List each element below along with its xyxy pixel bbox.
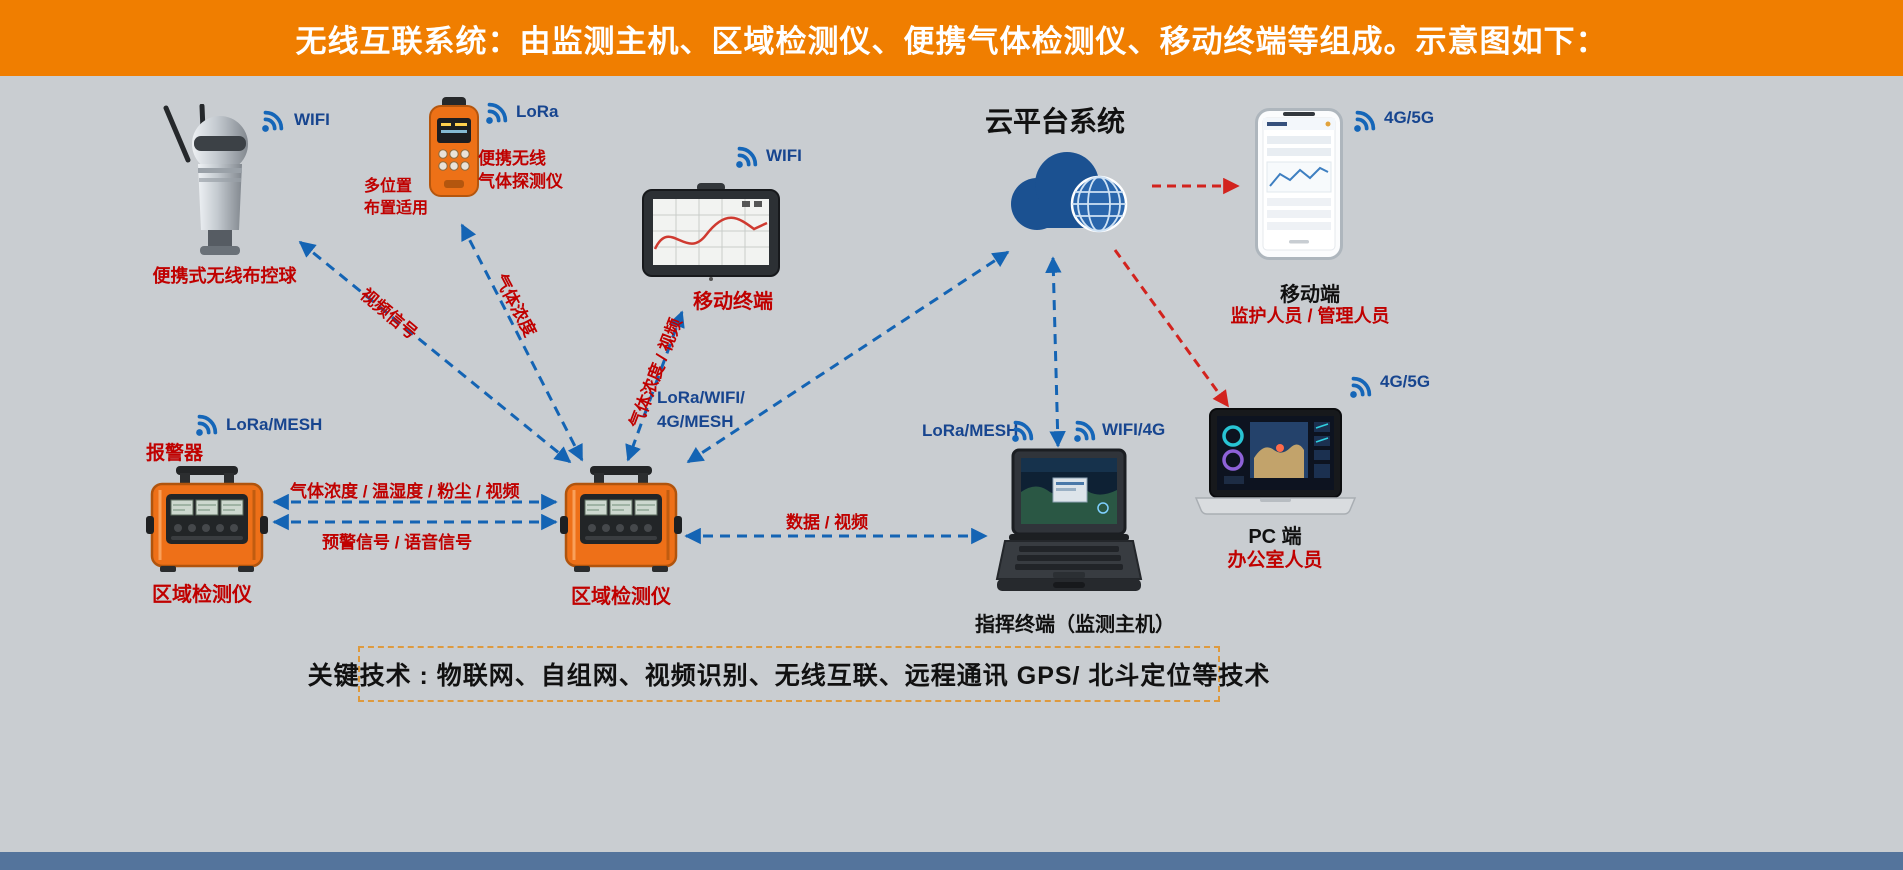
link-label-lora-wifi-mesh-line1: LoRa/WIFI/ bbox=[657, 388, 745, 407]
tablet-wifi-icon bbox=[736, 146, 758, 168]
link-label-lora-wifi-mesh: LoRa/WIFI/ 4G/MESH bbox=[657, 386, 745, 434]
phone-sublabel: 监护人员 / 管理人员 bbox=[1230, 306, 1390, 326]
camera-signal-label: WIFI bbox=[294, 110, 330, 129]
camera-label: 便携式无线布控球 bbox=[152, 266, 297, 286]
link-label-lora-wifi-mesh-line2: 4G/MESH bbox=[657, 411, 734, 431]
command-terminal-image bbox=[995, 448, 1143, 591]
gas-detector-label-line1: 便携无线 bbox=[478, 149, 546, 168]
cloud-platform-image bbox=[1011, 152, 1128, 233]
camera-wifi-icon bbox=[262, 110, 284, 132]
smartphone-image bbox=[1255, 108, 1343, 260]
banner-title: 无线互联系统：由监测主机、区域检测仪、便携气体检测仪、移动终端等组成。示意图如下… bbox=[295, 23, 1608, 59]
pc-label: PC 端 bbox=[1248, 526, 1302, 548]
title-banner: 无线互联系统：由监测主机、区域检测仪、便携气体检测仪、移动终端等组成。示意图如下… bbox=[0, 0, 1903, 76]
link-label-warning-signals: 预警信号 / 语音信号 bbox=[322, 533, 473, 552]
gas-lora-icon bbox=[486, 102, 508, 124]
link-label-data-video: 数据 / 视频 bbox=[786, 513, 869, 532]
command-wifi-4g-icon bbox=[1074, 420, 1096, 442]
alarm-signal-label: LoRa/MESH bbox=[226, 415, 323, 434]
detector-label: 区域检测仪 bbox=[571, 586, 671, 608]
tablet-signal-label: WIFI bbox=[766, 146, 802, 165]
tablet-label: 移动终端 bbox=[693, 291, 773, 313]
command-lora-mesh-icon bbox=[1012, 420, 1034, 442]
gas-detector-image bbox=[429, 97, 479, 197]
area-detector-image bbox=[560, 466, 682, 572]
link-cloud-to-pc bbox=[1113, 249, 1230, 408]
pc-signal-label: 4G/5G bbox=[1380, 372, 1431, 391]
gas-detector-note-line1: 多位置 bbox=[364, 178, 413, 195]
key-technology-text: 关键技术 : 物联网、自组网、视频识别、无线互联、远程通讯 GPS/ 北斗定位等… bbox=[307, 662, 1271, 690]
ball-camera-image bbox=[163, 104, 248, 255]
key-technology-box: 关键技术 : 物联网、自组网、视频识别、无线互联、远程通讯 GPS/ 北斗定位等… bbox=[308, 646, 1269, 702]
tablet-image bbox=[642, 183, 780, 281]
link-label-video-signal: 视频信号 bbox=[356, 284, 421, 344]
cloud-platform-title: 云平台系统 bbox=[984, 106, 1125, 137]
command-signal-left-label: LoRa/MESH bbox=[922, 421, 1019, 440]
gas-detector-note: 多位置 布置适用 bbox=[364, 176, 428, 219]
gas-signal-label: LoRa bbox=[516, 102, 559, 121]
pc-sublabel: 办公室人员 bbox=[1227, 550, 1323, 571]
link-label-gas-concentration: 气体浓度 bbox=[490, 270, 540, 340]
phone-4g5g-icon bbox=[1354, 110, 1376, 132]
alarm-device-label: 区域检测仪 bbox=[152, 584, 252, 606]
alarm-detector-image bbox=[146, 466, 268, 572]
command-terminal-label: 指挥终端（监测主机） bbox=[975, 614, 1175, 636]
alarm-tag: 报警器 bbox=[146, 443, 204, 464]
link-command-to-cloud bbox=[1045, 256, 1066, 448]
phone-label: 移动端 bbox=[1280, 284, 1340, 306]
pc-4g5g-icon bbox=[1350, 376, 1372, 398]
phone-signal-label: 4G/5G bbox=[1384, 108, 1435, 127]
gas-detector-label-line2: 气体探测仪 bbox=[478, 171, 563, 191]
alarm-lora-mesh-icon bbox=[196, 414, 218, 436]
gas-detector-label: 便携无线 气体探测仪 bbox=[478, 148, 563, 194]
bottom-strip bbox=[0, 852, 1903, 870]
link-gasdetector-to-detector bbox=[460, 223, 584, 462]
gas-detector-note-line2: 布置适用 bbox=[364, 199, 429, 217]
pc-laptop-image bbox=[1194, 408, 1357, 515]
link-label-sensor-data: 气体浓度 / 温湿度 / 粉尘 / 视频 bbox=[290, 482, 520, 501]
command-signal-right-label: WIFI/4G bbox=[1102, 420, 1166, 439]
